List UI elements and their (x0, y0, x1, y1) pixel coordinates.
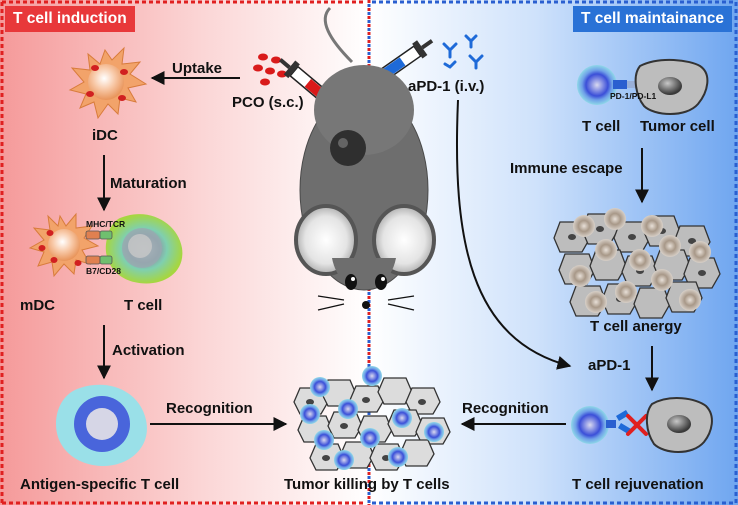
block-x-icon (626, 414, 648, 436)
tumor-killing-label: Tumor killing by T cells (284, 476, 450, 493)
recognition-right-label: Recognition (462, 400, 549, 417)
tcell-tumor-pair-icon (577, 58, 709, 115)
apd1-label: aPD-1 (588, 357, 631, 374)
t-cell-left-label: T cell (124, 297, 163, 314)
idc-label: iDC (92, 127, 118, 144)
mhc-tcr-label: MHC/TCR (86, 219, 126, 229)
right-panel-header: T cell maintainance (573, 6, 732, 32)
tumor-cell-label: Tumor cell (640, 118, 715, 135)
pco-label: PCO (s.c.) (232, 94, 304, 111)
tcell-rejuvenation-icon (571, 397, 713, 453)
recognition-left-label: Recognition (166, 400, 253, 417)
t-cell-right-label: T cell (582, 118, 621, 135)
uptake-label: Uptake (172, 60, 223, 77)
mdc-tcell-pair-icon (28, 212, 183, 284)
mdc-label: mDC (20, 297, 56, 314)
activation-label: Activation (112, 342, 185, 359)
right-panel-border (372, 0, 738, 505)
apd1-curve-arrow (455, 99, 572, 370)
pd1-pdl1-label: PD-1/PD-L1 (610, 91, 657, 101)
antigen-specific-label: Antigen-specific T cell (20, 476, 180, 493)
pco-particles-icon (253, 53, 287, 86)
antigen-specific-tcell-icon (56, 384, 147, 466)
apd1-iv-label: aPD-1 (i.v.) (408, 78, 485, 95)
idc-cell-icon (68, 46, 148, 120)
tumor-anergy-icon (553, 208, 721, 319)
t-cell-rejuvenation-label: T cell rejuvenation (572, 476, 704, 493)
t-cell-anergy-label: T cell anergy (590, 318, 682, 335)
immune-escape-label: Immune escape (510, 160, 623, 177)
mouse-icon (294, 6, 436, 311)
tumor-killing-icon (293, 366, 451, 471)
left-panel-border (0, 0, 366, 505)
maturation-label: Maturation (110, 175, 187, 192)
antibody-icon (442, 34, 484, 70)
left-panel-header: T cell induction (5, 6, 135, 32)
b7-cd28-label: B7/CD28 (86, 266, 121, 276)
